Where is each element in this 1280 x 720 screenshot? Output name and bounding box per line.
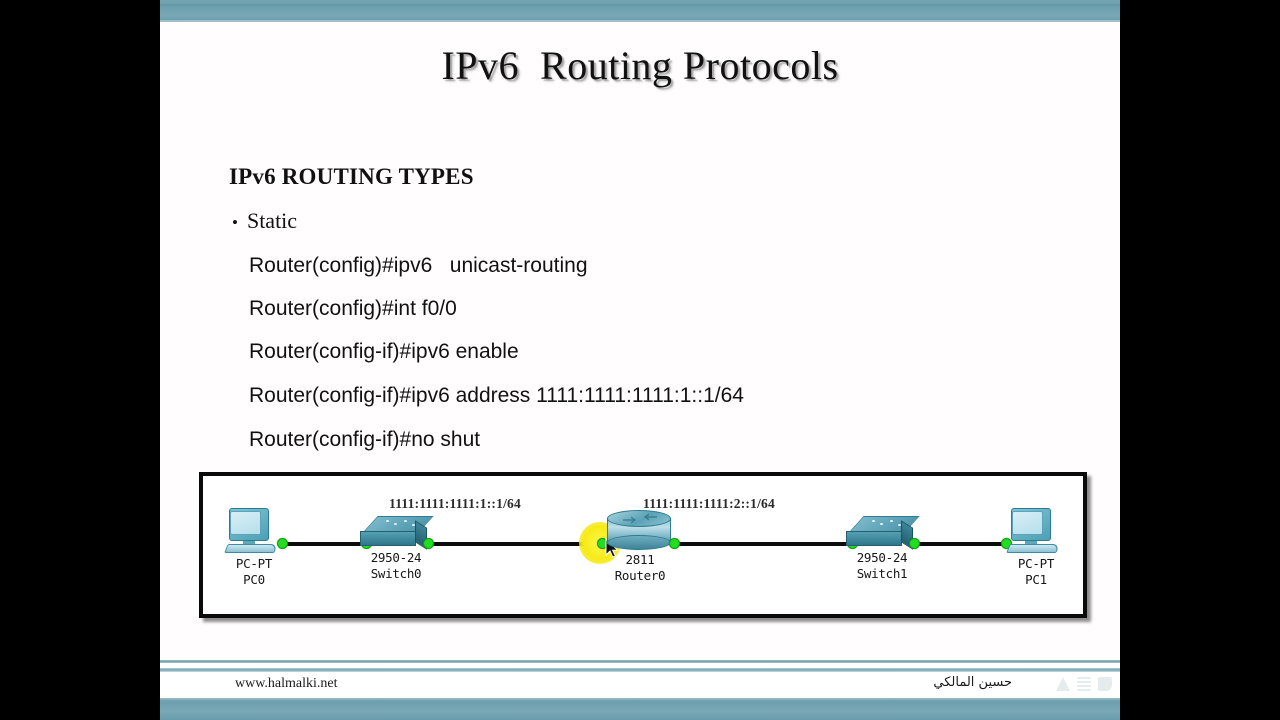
switch-icon: [360, 516, 434, 550]
footer-website-link[interactable]: www.halmalki.net: [235, 676, 338, 691]
footer-divider-upper: [160, 660, 1120, 663]
link-switch1-pc1: [915, 542, 1007, 546]
command-line-2: Router(config)#int f0/0: [249, 297, 457, 320]
footer-divider-lower: [160, 668, 1120, 672]
device-router0-name: Router0: [614, 567, 666, 583]
bottom-accent-band: [160, 698, 1120, 720]
device-switch0-name: Switch0: [370, 565, 422, 581]
device-pc1-model: PC-PT: [1017, 556, 1055, 571]
network-topology-diagram: 1111:1111:1111:1::1/64 1111:1111:1111:2:…: [199, 472, 1087, 618]
pc-icon: [224, 508, 282, 556]
topology-canvas: 1111:1111:1111:1::1/64 1111:1111:1111:2:…: [203, 476, 1083, 614]
page-title: IPv6 Routing Protocols: [441, 43, 839, 88]
bullet-label: Static: [246, 208, 298, 233]
section-heading: IPv6 ROUTING TYPES: [229, 164, 474, 189]
lines-icon: [1077, 677, 1091, 691]
device-pc0[interactable]: PC-PT PC0: [221, 508, 287, 587]
bullet-item-static: • Static: [232, 208, 297, 234]
device-switch1-name: Switch1: [856, 565, 908, 581]
command-line-5: Router(config-if)#no shut: [249, 428, 481, 451]
presentation-slide: IPv6 Routing Protocols IPv6 ROUTING TYPE…: [160, 0, 1120, 720]
footer-watermark-icons: [1056, 677, 1112, 691]
router-arrows-icon: [623, 513, 657, 524]
device-switch1[interactable]: 2950-24 Switch1: [832, 516, 932, 581]
port-router0-right[interactable]: [669, 538, 680, 549]
port-pc0[interactable]: [277, 538, 288, 549]
port-switch0-right[interactable]: [423, 538, 434, 549]
command-line-4: Router(config-if)#ipv6 address 1111:1111…: [249, 384, 744, 407]
device-switch0[interactable]: 2950-24 Switch0: [346, 516, 446, 581]
command-line-3: Router(config-if)#ipv6 enable: [249, 340, 519, 363]
pc-icon: [1006, 508, 1064, 556]
switch-icon: [846, 516, 920, 550]
link-switch0-router0: [429, 542, 603, 546]
footer-bar: www.halmalki.net حسين المالكي: [160, 672, 1120, 698]
device-pc0-model: PC-PT: [235, 556, 273, 571]
slide-canvas: IPv6 Routing Protocols IPv6 ROUTING TYPE…: [160, 22, 1120, 660]
device-switch0-model: 2950-24: [370, 550, 422, 565]
triangle-icon: [1056, 677, 1070, 691]
device-pc1-name: PC1: [1025, 571, 1047, 587]
device-switch1-model: 2950-24: [856, 550, 908, 565]
page-icon: [1098, 677, 1112, 691]
link-label-segment-1: 1111:1111:1111:1::1/64: [389, 496, 521, 511]
device-router0-model: 2811: [625, 552, 655, 567]
command-line-1: Router(config)#ipv6 unicast-routing: [249, 254, 588, 277]
port-switch1-right[interactable]: [909, 538, 920, 549]
router-icon: [607, 510, 673, 552]
port-pc1[interactable]: [1001, 538, 1012, 549]
device-pc0-name: PC0: [243, 571, 265, 587]
device-pc1[interactable]: PC-PT PC1: [1003, 508, 1069, 587]
link-router0-switch1: [675, 542, 853, 546]
link-pc0-switch0: [281, 542, 367, 546]
top-accent-band: [160, 0, 1120, 22]
link-label-segment-2: 1111:1111:1111:2::1/64: [643, 496, 775, 511]
bullet-dot-icon: •: [232, 213, 238, 232]
device-router0[interactable]: 2811 Router0: [597, 510, 683, 583]
footer-author-name: حسين المالكي: [933, 675, 1012, 690]
